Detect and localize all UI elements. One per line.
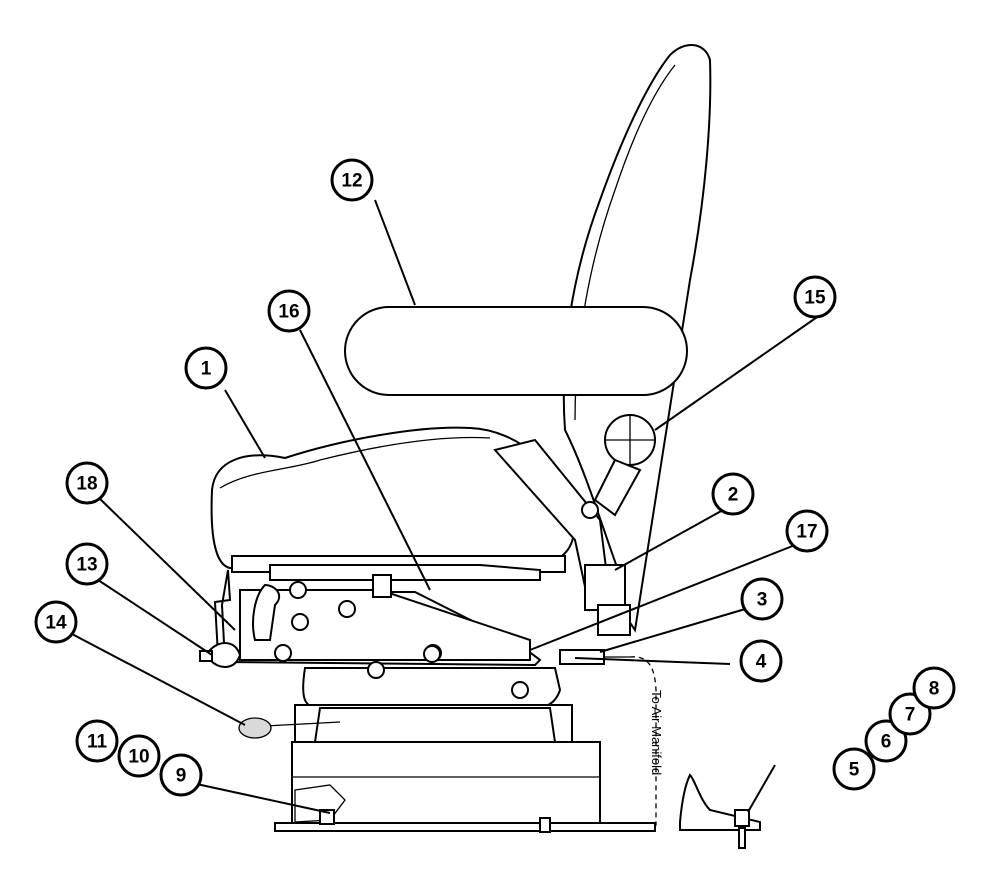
callout-13: 13 <box>65 542 109 586</box>
svg-text:18: 18 <box>76 474 97 495</box>
svg-text:6: 6 <box>881 732 892 753</box>
callout-15: 15 <box>793 275 837 319</box>
armrest <box>344 306 688 396</box>
svg-text:14: 14 <box>45 613 67 634</box>
svg-text:2: 2 <box>728 485 739 506</box>
callout-18: 18 <box>65 461 109 505</box>
callout-2: 2 <box>711 472 755 516</box>
svg-text:16: 16 <box>278 302 299 323</box>
svg-text:8: 8 <box>929 679 940 700</box>
svg-text:11: 11 <box>87 732 108 753</box>
svg-text:10: 10 <box>128 747 149 768</box>
svg-text:9: 9 <box>176 766 187 787</box>
seat-cushion <box>210 426 576 570</box>
callout-16: 16 <box>267 289 311 333</box>
svg-text:4: 4 <box>756 652 767 673</box>
svg-text:3: 3 <box>757 590 768 611</box>
svg-text:17: 17 <box>796 522 817 543</box>
callout-12: 12 <box>330 158 374 202</box>
callout-6: 6 <box>864 719 908 763</box>
callout-17: 17 <box>785 509 829 553</box>
svg-text:5: 5 <box>849 760 860 781</box>
svg-text:7: 7 <box>905 705 916 726</box>
svg-text:12: 12 <box>341 171 362 192</box>
base-riser <box>291 741 601 825</box>
svg-text:1: 1 <box>201 359 212 380</box>
callout-4: 4 <box>739 639 783 683</box>
height-lever <box>252 583 281 641</box>
base-plate <box>274 822 656 832</box>
height-handle <box>238 717 272 739</box>
mount-bolt-detail <box>679 773 761 831</box>
callout-5: 5 <box>832 747 876 791</box>
callout-11: 11 <box>75 719 119 763</box>
callout-9: 9 <box>159 753 203 797</box>
air-manifold-label: To Air Manifold <box>649 690 664 775</box>
air-fitting <box>559 649 605 665</box>
fore-aft-knob <box>209 642 242 668</box>
svg-text:15: 15 <box>804 288 826 309</box>
callout-1: 1 <box>184 346 228 390</box>
callout-3: 3 <box>740 577 784 621</box>
callout-8: 8 <box>912 666 956 710</box>
callout-10: 10 <box>117 734 161 778</box>
callout-14: 14 <box>34 600 78 644</box>
recline-bracket <box>593 458 642 517</box>
svg-text:13: 13 <box>76 555 97 576</box>
